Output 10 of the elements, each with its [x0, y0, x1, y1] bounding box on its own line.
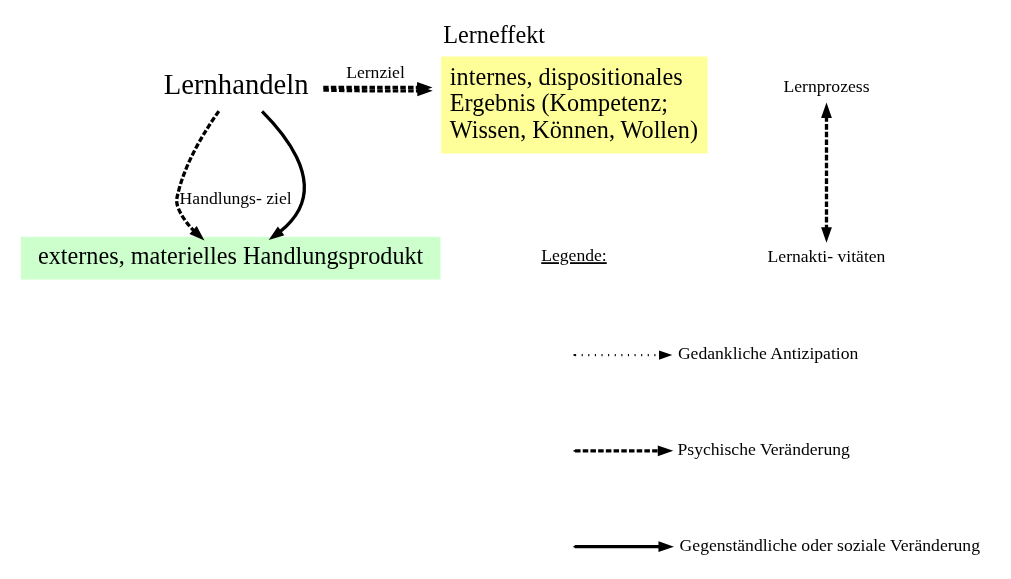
node-label: Lerneffekt: [442, 20, 545, 48]
legend-label: Psychische Veränderung: [677, 439, 850, 460]
edge-label: Lernziel: [345, 62, 405, 83]
node-text: Lernprozess: [782, 75, 870, 96]
label: Legende:: [540, 245, 607, 266]
edge-label: Handlungs- ziel: [179, 187, 292, 208]
legend-label: Gedankliche Antizipation: [677, 343, 858, 364]
node-text: Lernhandeln: [163, 68, 308, 101]
node-text: Lernakti- vitäten: [767, 246, 885, 267]
legend-label: Gegenständliche oder soziale Veränderung: [679, 534, 980, 555]
